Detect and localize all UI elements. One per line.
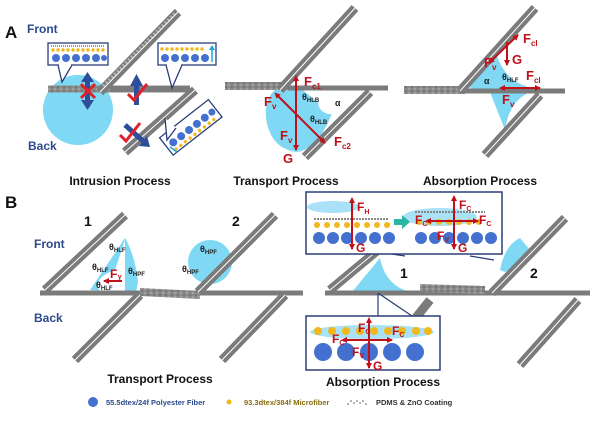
water-region-site-1 <box>352 258 410 292</box>
inset-absorption-top <box>305 191 503 261</box>
site-label-2: 2 <box>530 265 538 281</box>
force-fv: FV <box>437 229 449 244</box>
polyester-row <box>314 343 424 361</box>
angle-theta-hpf-3: θHPF <box>182 264 199 276</box>
site-label-1: 1 <box>400 265 408 281</box>
force-fcl-upper: Fcl <box>523 31 538 48</box>
absorption-b-fibers <box>290 214 590 368</box>
arrow-down-icon <box>81 100 94 110</box>
angle-alpha: α <box>335 98 341 108</box>
force-gravity: G <box>512 52 522 67</box>
angle-theta-hlf-3: θHLF <box>96 280 113 292</box>
force-arrows-absorption <box>488 34 541 91</box>
force-fc-right: FC <box>392 324 404 339</box>
microfiber-dot-icon <box>226 399 232 405</box>
angle-theta-hlf: θHLF <box>502 72 519 84</box>
caption-transport: Transport Process <box>233 174 339 188</box>
panel-b-back-label: Back <box>34 311 63 325</box>
force-fv-lower: Fv <box>502 92 515 109</box>
force-fcl-right: Fcl <box>526 68 541 85</box>
inset-absorption-bottom <box>305 292 441 371</box>
inset-uncoated-side <box>157 42 217 90</box>
legend: 55.5dtex/24f Polyester Fiber 93.3dtex/38… <box>88 397 453 407</box>
force-fh: FH <box>357 200 369 216</box>
check-mark-icon <box>126 83 149 103</box>
force-arrows-transport <box>274 75 326 151</box>
caption-intrusion: Intrusion Process <box>69 174 171 188</box>
polyester-fiber-dot-icon <box>88 397 98 407</box>
force-fv-lower: Fv <box>280 128 293 145</box>
allowed-flow-arrow-up <box>130 74 143 105</box>
panel-b-front-label: Front <box>34 237 65 251</box>
legend-polyester-label: 55.5dtex/24f Polyester Fiber <box>106 398 205 407</box>
site-label-1: 1 <box>84 213 92 229</box>
microfiber-row <box>314 327 432 335</box>
angle-alpha: α <box>484 76 490 86</box>
legend-coating-label: PDMS & ZnO Coating <box>376 398 453 407</box>
arrow-up-icon <box>81 72 94 82</box>
angle-theta-hlf-1: θHLF <box>109 242 126 254</box>
caption-transport-b: Transport Process <box>107 372 213 386</box>
force-gravity: G <box>283 151 293 166</box>
panel-a-back-label: Back <box>28 139 57 153</box>
angle-theta-hpf-2: θHPF <box>200 244 217 256</box>
force-gravity: G <box>458 241 467 255</box>
panel-b-label: B <box>5 193 17 212</box>
microfiber-row-left <box>314 222 390 228</box>
caption-absorption: Absorption Process <box>423 174 537 188</box>
inset-microfiber-row <box>51 48 105 52</box>
force-fc1: Fc1 <box>304 74 321 91</box>
inset-diagonal-pointer <box>164 117 177 142</box>
angle-theta-hlb-upper: θHLB <box>302 92 320 104</box>
check-mark-icon <box>118 122 142 144</box>
force-fc-left: FC <box>415 213 427 228</box>
force-fc2: Fc2 <box>334 134 351 151</box>
intrusion-fibers <box>48 8 198 156</box>
water-region-site-2 <box>500 238 530 272</box>
force-fc-top: FC <box>358 321 370 336</box>
force-gravity: G <box>356 241 365 255</box>
legend-microfiber-label: 93.3dtex/384f Microfiber <box>244 398 330 407</box>
inset-coated-side <box>47 42 109 84</box>
caption-absorption-b: Absorption Process <box>326 375 440 389</box>
polyester-row-right <box>415 232 497 244</box>
transport-fibers <box>225 4 388 161</box>
coating-speckle-icon <box>347 400 367 405</box>
cyan-arrow-diagonal-icon <box>169 146 178 153</box>
force-gravity: G <box>373 359 382 373</box>
inset-diagonal <box>158 98 223 157</box>
force-fv: FV <box>352 345 364 360</box>
angle-theta-hpf-1: θHPF <box>128 266 145 278</box>
force-fy: FY <box>110 267 122 282</box>
site-label-2: 2 <box>232 213 240 229</box>
force-fc-top: FC <box>459 198 471 213</box>
angle-theta-hlb-lower: θHLB <box>310 114 328 126</box>
panel-a-label: A <box>5 23 17 42</box>
transition-arrow-icon <box>394 215 410 229</box>
force-fv-upper: Fv <box>484 55 497 72</box>
force-fc-right: FC <box>479 213 491 228</box>
panel-a-front-label: Front <box>27 22 58 36</box>
force-fc-left: FC <box>332 332 344 347</box>
cross-mark-icon <box>79 82 97 100</box>
transport-b-fibers <box>40 211 300 364</box>
inset-polyester-row <box>52 54 107 62</box>
angle-theta-hlf-2: θHLF <box>92 262 109 274</box>
force-fv-upper: Fv <box>264 94 277 111</box>
